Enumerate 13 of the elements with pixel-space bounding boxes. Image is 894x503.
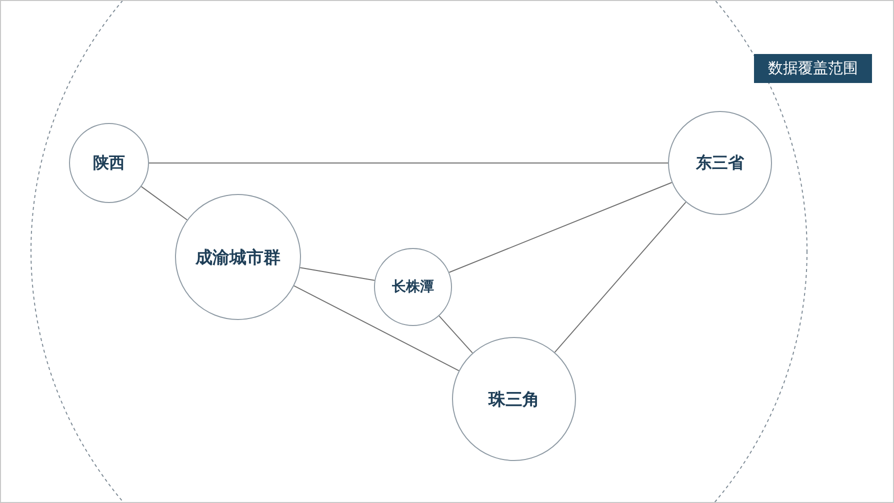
connector-line — [294, 285, 460, 372]
title-banner: 数据覆盖范围 — [754, 54, 872, 83]
city-circle: 珠三角 — [452, 337, 576, 461]
connector-line — [438, 315, 473, 354]
connector-line — [148, 162, 668, 164]
city-circle: 陕西 — [69, 123, 149, 203]
connector-line — [554, 202, 686, 353]
connector-line — [140, 186, 188, 220]
city-circle: 东三省 — [668, 111, 772, 215]
connector-line — [300, 267, 376, 281]
connector-line — [448, 182, 672, 273]
city-circle: 长株潭 — [374, 248, 452, 326]
city-circle: 成渝城市群 — [175, 194, 301, 320]
